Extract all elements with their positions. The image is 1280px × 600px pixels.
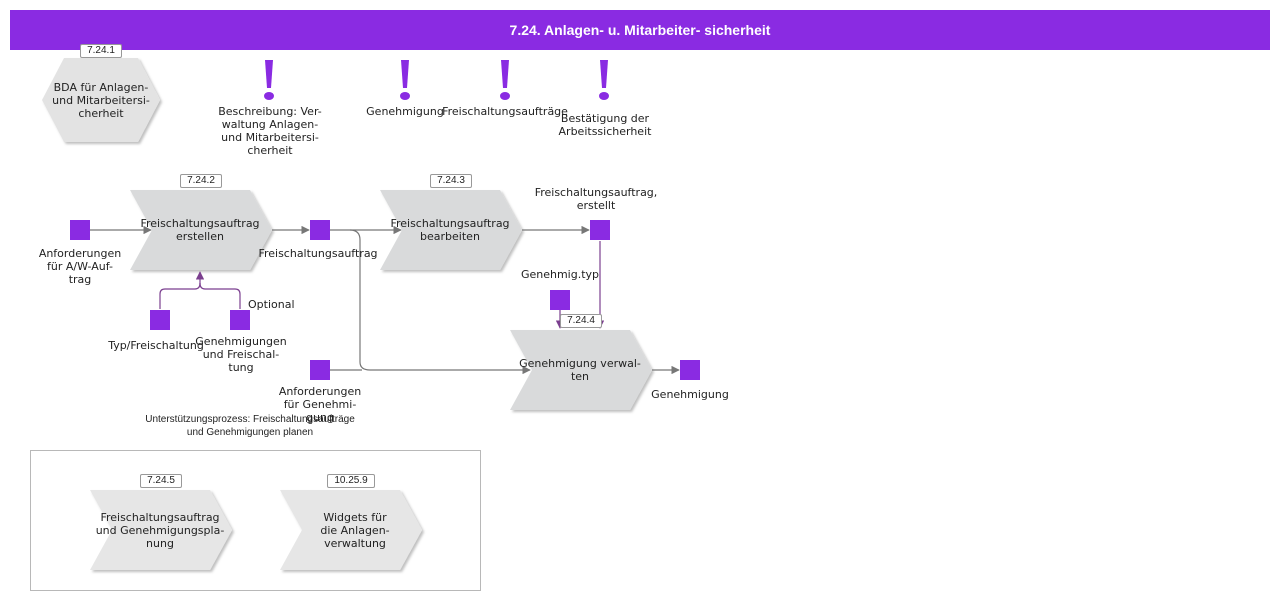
step-shape-erstellen[interactable] (130, 190, 272, 270)
support-id-tag: 10.25.9 (327, 474, 375, 488)
object-label-freischaltungsauftrag: Freischaltungsauftrag (258, 247, 378, 260)
exclamation-icon (400, 60, 410, 100)
info-label-bestaetigung: Bestätigung der Arbeitssicherheit (558, 112, 652, 138)
support-label-planung: Freischaltungsauftrag und Genehmigungspl… (95, 510, 225, 550)
step-label-bearbeiten: Freischaltungsauftrag bearbeiten (390, 217, 510, 243)
page-title-bar: 7.24. Anlagen- u. Mitarbeiter- sicherhei… (10, 10, 1270, 50)
support-shape-1[interactable] (90, 490, 232, 570)
support-id-tag: 7.24.5 (140, 474, 182, 488)
object-label-genehmig-typ: Genehmig.typ (520, 268, 600, 281)
step-shape-bearbeiten[interactable] (380, 190, 522, 270)
info-label-freischaltungsauftraege: Freischaltungsaufträge (442, 105, 568, 118)
page-title: 7.24. Anlagen- u. Mitarbeiter- sicherhei… (509, 22, 771, 38)
object-label-anforderungen-aw: Anforderungen für A/W-Auf- trag (38, 247, 122, 286)
step-id-tag: 7.24.4 (560, 314, 602, 328)
bda-hexagon[interactable] (42, 58, 160, 142)
support-label-widgets: Widgets für die Anlagen- verwaltung (320, 510, 390, 550)
exclamation-icon (264, 60, 274, 100)
support-process-title: Unterstützungsprozess: Freischaltungsauf… (145, 414, 355, 438)
info-label-beschreibung: Beschreibung: Ver- waltung Anlagen- und … (218, 105, 322, 157)
support-process-frame (30, 450, 481, 591)
data-object-genehmigungen-freischaltung[interactable] (230, 310, 250, 330)
exclamation-icon (599, 60, 609, 100)
object-label-typ-freischaltung: Typ/Freischaltung (108, 339, 204, 352)
exclamation-icon (500, 60, 510, 100)
data-object-freischaltungsauftrag-erstellt[interactable] (590, 220, 610, 240)
step-label-erstellen: Freischaltungsauftrag erstellen (140, 217, 260, 243)
step-label-verwalten: Genehmigung verwal- ten (519, 357, 641, 383)
connector-inputs-to-erstellen (159, 282, 241, 309)
object-label-anforderungen-genehmigung: Anforderungen für Genehmi- gung (278, 385, 362, 424)
data-object-typ-freischaltung[interactable] (150, 310, 170, 330)
connector-fa-to-verwalten (349, 229, 531, 375)
data-object-anforderungen-genehmigung[interactable] (310, 360, 330, 380)
object-label-genehmigung: Genehmigung (651, 388, 729, 401)
support-shape-2[interactable] (280, 490, 422, 570)
data-object-genehmig-typ[interactable] (550, 290, 570, 310)
object-label-freischaltungsauftrag-erstellt: Freischaltungsauftrag, erstellt (534, 186, 658, 212)
data-object-freischaltungsauftrag[interactable] (310, 220, 330, 240)
bda-id-tag: 7.24.1 (80, 44, 122, 58)
data-object-genehmigung[interactable] (680, 360, 700, 380)
step-id-tag: 7.24.3 (430, 174, 472, 188)
optional-label: Optional (248, 298, 295, 311)
object-label-genehmigungen-freischaltung: Genehmigungen und Freischal- tung (195, 335, 287, 374)
info-label-genehmigung: Genehmigung (366, 105, 444, 118)
step-id-tag: 7.24.2 (180, 174, 222, 188)
data-object-anforderungen-aw[interactable] (70, 220, 90, 240)
step-shape-verwalten[interactable] (510, 330, 652, 410)
bda-label: BDA für Anlagen- und Mitarbeitersi- cher… (52, 80, 150, 120)
